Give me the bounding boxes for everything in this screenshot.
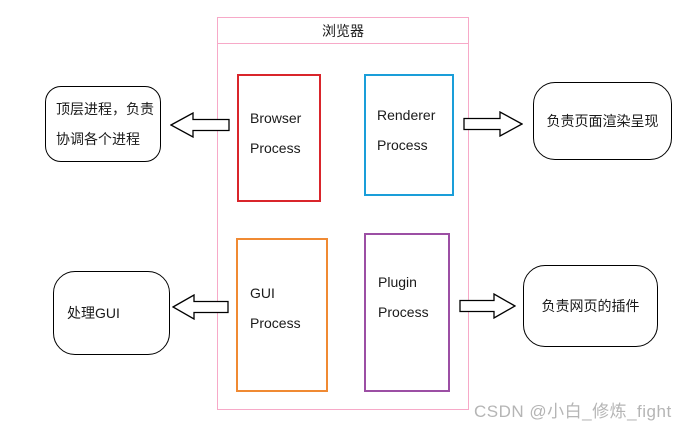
renderer-process-box: Renderer Process (364, 74, 454, 196)
browser-process-label-line2: Process (250, 140, 301, 156)
plugin-note-line1: 负责网页的插件 (541, 298, 640, 314)
browser-note-line1: 顶层进程，负责 (56, 101, 154, 117)
renderer-process-label-line2: Process (377, 137, 428, 153)
browser-process-box: Browser Process (237, 74, 321, 202)
arrow-left-browser-icon (170, 112, 230, 138)
gui-process-note: 处理GUI (53, 271, 170, 355)
browser-note-line2: 协调各个进程 (56, 131, 140, 147)
browser-process-label-line1: Browser (250, 110, 302, 126)
gui-process-label-line2: Process (250, 315, 301, 331)
gui-process-box: GUI Process (236, 238, 328, 392)
renderer-note-line1: 负责页面渲染呈现 (546, 113, 659, 129)
container-title: 浏览器 (218, 18, 468, 44)
gui-note-line1: 处理GUI (67, 305, 120, 321)
gui-process-label-line1: GUI (250, 285, 275, 301)
browser-process-note: 顶层进程，负责 协调各个进程 (45, 86, 161, 162)
renderer-process-note: 负责页面渲染呈现 (533, 82, 672, 160)
plugin-process-label-line1: Plugin (378, 274, 417, 290)
csdn-watermark: CSDN @小白_修炼_fight (474, 402, 672, 421)
arrow-right-plugin-icon (459, 293, 516, 319)
arrow-right-renderer-icon (463, 111, 523, 137)
plugin-process-box: Plugin Process (364, 233, 450, 392)
arrow-left-gui-icon (172, 294, 229, 320)
plugin-process-note: 负责网页的插件 (523, 265, 658, 347)
renderer-process-label-line1: Renderer (377, 107, 436, 123)
plugin-process-label-line2: Process (378, 304, 429, 320)
